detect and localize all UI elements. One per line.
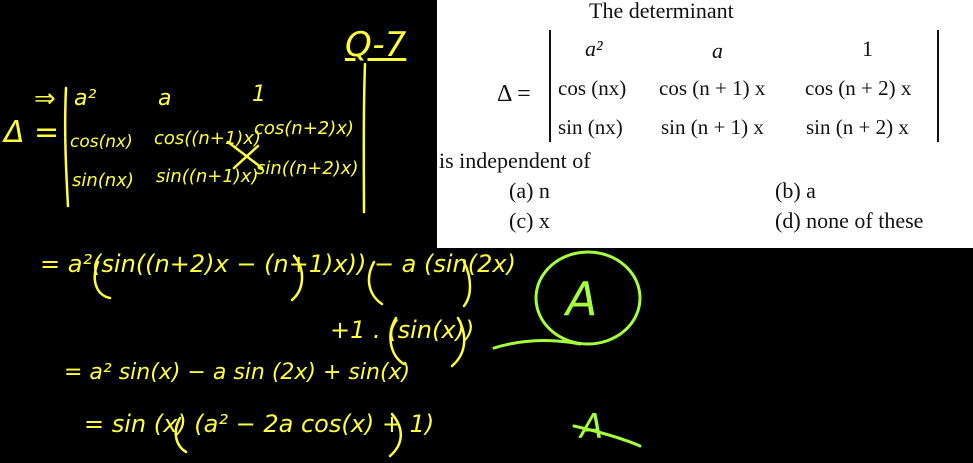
delta-label: Δ = bbox=[497, 81, 531, 107]
expansion-step-2: = a² sin(x) − a sin (2x) + sin(x) bbox=[64, 360, 411, 385]
hw-row3-col3: sin((n+2)x) bbox=[256, 158, 359, 179]
matrix-r2c1: cos (nx) bbox=[558, 76, 627, 100]
hw-row3-col2: sin((n+1)x) bbox=[156, 166, 259, 187]
matrix-r1c2: a bbox=[712, 38, 723, 63]
hw-row2-col3: cos(n+2)x) bbox=[254, 118, 354, 139]
matrix-r3c3: sin (n + 2) x bbox=[806, 115, 909, 139]
hw-row3-col1: sin(nx) bbox=[72, 170, 134, 191]
hw-row1-col2: a bbox=[158, 86, 172, 111]
matrix-r1c1: a² bbox=[585, 36, 603, 61]
question-prompt: is independent of bbox=[439, 148, 591, 173]
hw-row2-col2: cos((n+1)x) bbox=[154, 128, 261, 149]
option-b: (b) a bbox=[775, 178, 816, 203]
question-heading: The determinant bbox=[589, 0, 734, 23]
matrix-r2c2: cos (n + 1) x bbox=[659, 76, 766, 100]
answer-tick bbox=[492, 339, 582, 350]
scribble-mark: A bbox=[580, 407, 604, 447]
option-d: (d) none of these bbox=[775, 208, 924, 233]
handwritten-delta: Δ = bbox=[4, 115, 60, 150]
hw-right-bar bbox=[362, 62, 367, 214]
hw-left-bar bbox=[63, 86, 70, 208]
matrix-left-bar bbox=[549, 30, 551, 142]
expansion-step-3: = sin (x) (a² − 2a cos(x) + 1) bbox=[84, 410, 435, 438]
option-c: (c) x bbox=[509, 208, 550, 233]
matrix-r1c3: 1 bbox=[862, 36, 873, 61]
hw-row2-col1: cos(nx) bbox=[70, 132, 133, 152]
implies-arrow: ⇒ bbox=[34, 84, 56, 114]
matrix-r3c2: sin (n + 1) x bbox=[661, 115, 764, 139]
option-a: (a) n bbox=[509, 178, 550, 203]
matrix-r2c3: cos (n + 2) x bbox=[805, 76, 912, 100]
hw-row1-col3: 1 bbox=[252, 82, 266, 107]
matrix-right-bar bbox=[937, 30, 939, 142]
question-card: The determinant Δ = a² a 1 cos (nx) cos … bbox=[437, 0, 973, 248]
question-number: Q-7 bbox=[345, 25, 407, 65]
circled-answer: A bbox=[566, 272, 598, 326]
expansion-step-1-tail: +1 . (sin(x)) bbox=[330, 316, 475, 344]
expansion-step-1: = a²(sin((n+2)x − (n+1)x)) − a (sin(2x) bbox=[40, 250, 516, 278]
matrix-r3c1: sin (nx) bbox=[558, 115, 623, 139]
hw-row1-col1: a² bbox=[74, 86, 97, 111]
